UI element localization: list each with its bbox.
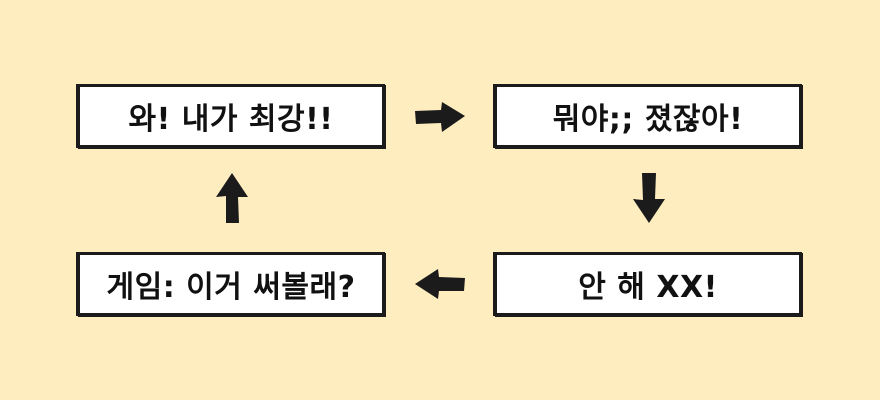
step-text-4: 게임: 이거 써볼래? xyxy=(106,270,356,305)
step-text-2: 뭐야;; 졌잖아! xyxy=(552,102,744,137)
step-box-4: 게임: 이거 써볼래? xyxy=(77,252,385,316)
step-text-1: 와! 내가 최강!! xyxy=(128,102,334,137)
step-box-3: 안 해 XX! xyxy=(494,252,802,316)
step-text-3: 안 해 XX! xyxy=(578,270,718,305)
step-box-1: 와! 내가 최강!! xyxy=(77,84,385,148)
arrow-up-icon xyxy=(215,172,249,224)
arrow-left-icon xyxy=(414,268,466,300)
step-box-2: 뭐야;; 졌잖아! xyxy=(494,84,802,148)
arrow-down-icon xyxy=(632,172,666,224)
arrow-right-icon xyxy=(414,101,466,133)
